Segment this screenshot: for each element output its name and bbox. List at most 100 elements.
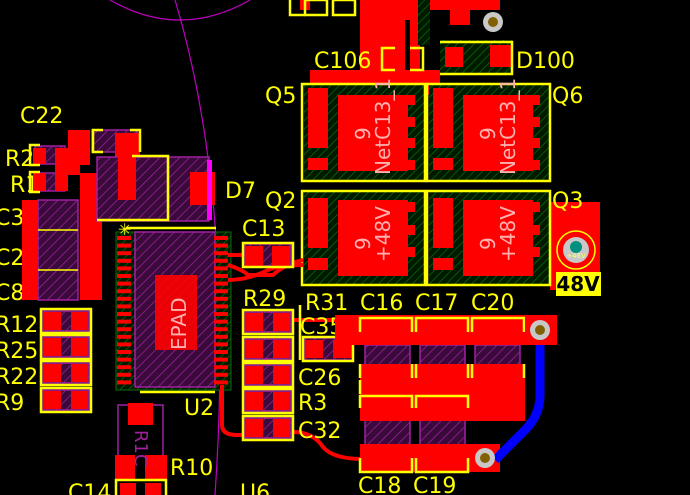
label-r22: R22: [0, 365, 38, 390]
label-c22: C22: [20, 104, 63, 129]
resistor-r9[interactable]: [39, 386, 93, 414]
mosfet-q2[interactable]: 9 +48V: [300, 189, 427, 287]
silk-outline: [288, 0, 305, 17]
resistor-r22[interactable]: [39, 359, 93, 387]
ic-pin[interactable]: [117, 350, 131, 354]
48v-label-box: [556, 272, 601, 296]
ic-pin[interactable]: [214, 342, 228, 347]
d100-pad[interactable]: [445, 47, 463, 67]
capacitor-c14[interactable]: [114, 478, 168, 495]
label-c18: C18: [358, 474, 401, 495]
ic-pin[interactable]: [214, 312, 228, 316]
mosfet-q3[interactable]: 9 +48V: [425, 189, 552, 287]
ic-pin[interactable]: [117, 365, 131, 370]
via-hole: [488, 17, 498, 27]
ic-pin[interactable]: [214, 258, 228, 263]
label-q2: Q2: [265, 189, 296, 214]
epad-label: EPAD: [167, 298, 191, 351]
mosfet-q5[interactable]: 9 NetC13_1: [300, 78, 427, 183]
diode-d7[interactable]: [96, 154, 215, 222]
ic-pin[interactable]: [214, 289, 228, 294]
label-u6: U6: [240, 481, 270, 495]
silk-outline: [303, 0, 329, 17]
ic-pin[interactable]: [117, 251, 131, 256]
label-q3: Q3: [552, 189, 583, 214]
capacitor-c26[interactable]: [241, 361, 295, 389]
ic-pin[interactable]: [214, 380, 228, 385]
ic-pin[interactable]: [214, 365, 228, 370]
mechanical-arc-outline: [174, 0, 221, 495]
resistor-r1[interactable]: [28, 170, 68, 194]
ic-u2[interactable]: EPAD ✳: [115, 222, 232, 394]
label-r29: R29: [243, 287, 286, 312]
ic-pin[interactable]: [117, 319, 131, 324]
pad-net: NetC13_1: [371, 78, 395, 175]
ic-pin[interactable]: [117, 243, 131, 248]
resistor-r31[interactable]: [241, 335, 295, 363]
via-hole: [535, 325, 545, 335]
capacitor-c35[interactable]: [301, 335, 355, 363]
label-c14: C14: [68, 481, 111, 495]
ic-pin[interactable]: [117, 289, 131, 294]
ic-pin[interactable]: [214, 304, 228, 309]
pin1-marker-icon: ✳: [118, 222, 131, 239]
ic-pin[interactable]: [117, 380, 131, 385]
resistor-r3[interactable]: [241, 387, 295, 415]
label-c16: C16: [360, 291, 403, 316]
capacitor-bank[interactable]: [335, 315, 526, 474]
label-c20: C20: [471, 291, 514, 316]
label-c8: C8: [0, 281, 24, 306]
label-d100: D100: [516, 49, 575, 74]
ic-pin[interactable]: [214, 266, 228, 271]
label-c19: C19: [413, 474, 456, 495]
ic-pin[interactable]: [117, 274, 131, 278]
ic-pin[interactable]: [117, 236, 131, 240]
ic-pin[interactable]: [117, 296, 131, 301]
ic-pin[interactable]: [214, 274, 228, 278]
ic-pin[interactable]: [214, 334, 228, 339]
ic-pin[interactable]: [117, 266, 131, 271]
ic-pin[interactable]: [214, 236, 228, 240]
ic-pin[interactable]: [117, 304, 131, 309]
ic-pin[interactable]: [214, 251, 228, 256]
resistor-r29[interactable]: [241, 308, 295, 336]
ic-pin[interactable]: [214, 243, 228, 248]
ic-pin[interactable]: [214, 281, 228, 286]
ic-pin[interactable]: [117, 312, 131, 316]
ic-pin[interactable]: [214, 319, 228, 324]
label-r31: R31: [305, 291, 348, 316]
48v-test-point[interactable]: +48V: [556, 230, 596, 270]
ic-pin[interactable]: [117, 357, 131, 362]
label-c13: C13: [242, 217, 285, 242]
capacitor-c32[interactable]: [241, 414, 295, 442]
ic-pin[interactable]: [117, 372, 131, 377]
via-hole: [480, 453, 490, 463]
ic-pin[interactable]: [117, 334, 131, 339]
ic-pin[interactable]: [117, 281, 131, 286]
label-c32: C32: [298, 419, 341, 444]
pad-pin: 9: [476, 127, 500, 140]
capacitor-c13[interactable]: [241, 241, 295, 269]
ic-pin[interactable]: [117, 258, 131, 263]
ic-pin[interactable]: [214, 372, 228, 377]
label-q6: Q6: [552, 84, 583, 109]
ic-pin[interactable]: [214, 296, 228, 301]
resistor-r25[interactable]: [39, 333, 93, 361]
mosfet-q6[interactable]: 9 NetC13_1: [425, 78, 552, 183]
ic-pin[interactable]: [117, 342, 131, 347]
label-c26: C26: [298, 366, 341, 391]
ic-pin[interactable]: [117, 327, 131, 332]
ic-pin[interactable]: [214, 357, 228, 362]
resistor-r10[interactable]: R1C: [115, 403, 167, 481]
ic-pin[interactable]: [214, 327, 228, 332]
bottom-layer-trace[interactable]: [491, 345, 545, 464]
mechanical-circle-outline: [109, 0, 251, 21]
resistor-r12[interactable]: [39, 307, 93, 335]
ic-pin[interactable]: [214, 350, 228, 354]
r10-body-text: R1C: [130, 430, 151, 467]
d100-pad[interactable]: [490, 45, 512, 67]
label-q5: Q5: [265, 84, 296, 109]
label-r9: R9: [0, 391, 24, 416]
